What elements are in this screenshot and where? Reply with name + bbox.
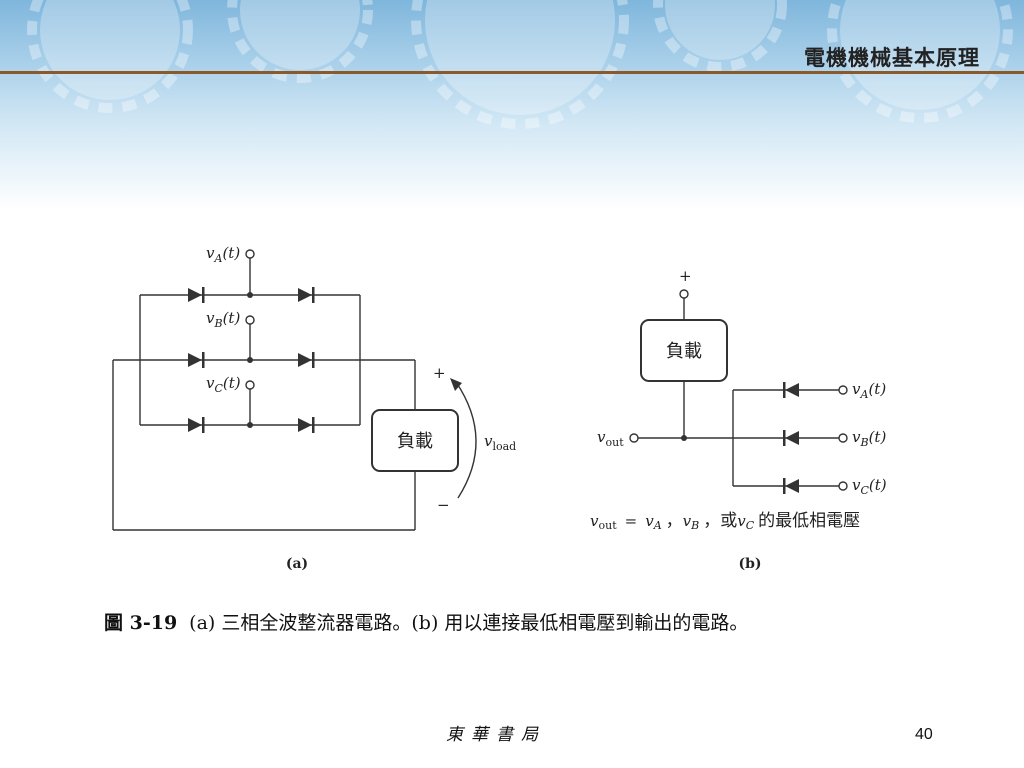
vout-label: vout xyxy=(597,428,624,449)
header-background xyxy=(0,0,1024,210)
terminal-c xyxy=(245,380,255,390)
junction xyxy=(247,292,253,298)
minus-sign: − xyxy=(437,496,450,514)
vload-label: vload xyxy=(484,432,516,453)
source-label-a: vA(t) xyxy=(852,380,886,401)
terminal-b xyxy=(838,433,848,443)
junction xyxy=(247,422,253,428)
terminal-a xyxy=(838,385,848,395)
source-label-c: vC(t) xyxy=(206,374,241,395)
gear-decoration xyxy=(27,0,1013,129)
diode-icon xyxy=(298,352,315,368)
publisher-name: 東華書局 xyxy=(446,725,546,745)
junction xyxy=(247,357,253,363)
diode-icon xyxy=(783,382,799,398)
terminal-a xyxy=(245,249,255,259)
subfigure-label-b: (b) xyxy=(738,556,761,572)
source-label-c: vC(t) xyxy=(852,476,887,497)
load-label: 負載 xyxy=(397,431,433,452)
plus-sign: + xyxy=(433,364,446,382)
source-label-b: vB(t) xyxy=(206,309,240,330)
diagram-b: + 負載 vout vA(t) vB(t) vC(t) xyxy=(590,267,887,572)
load-label: 負載 xyxy=(666,341,702,362)
diode-icon xyxy=(298,417,315,433)
diagram-a: vA(t) vB(t) vC(t) 負載 + − vload (a) xyxy=(112,244,516,572)
terminal-b xyxy=(245,315,255,325)
diode-icon xyxy=(188,287,205,303)
plus-sign: + xyxy=(679,267,692,285)
diode-icon xyxy=(783,430,799,446)
page-number: 40 xyxy=(915,726,933,743)
source-label-a: vA(t) xyxy=(206,244,240,265)
vload-arrow xyxy=(455,381,477,499)
figure-number: 圖 3-19 xyxy=(104,612,178,634)
caption-text: (a) 三相全波整流器電路。(b) 用以連接最低相電壓到輸出的電路。 xyxy=(189,612,749,634)
diode-icon xyxy=(188,352,205,368)
diode-icon xyxy=(298,287,315,303)
terminal-c xyxy=(838,481,848,491)
book-title: 電機機械基本原理 xyxy=(804,46,980,70)
subfigure-label-a: (a) xyxy=(286,556,308,572)
diode-icon xyxy=(188,417,205,433)
header-divider xyxy=(0,71,1024,74)
terminal-top xyxy=(679,289,689,299)
source-label-b: vB(t) xyxy=(852,428,886,449)
junction xyxy=(681,435,687,441)
arrow-head-icon xyxy=(450,378,462,391)
load-box xyxy=(371,409,459,472)
diode-icon xyxy=(783,478,799,494)
figure-caption: 圖 3-19 (a) 三相全波整流器電路。(b) 用以連接最低相電壓到輸出的電路。 xyxy=(104,608,748,635)
terminal-vout xyxy=(629,433,639,443)
